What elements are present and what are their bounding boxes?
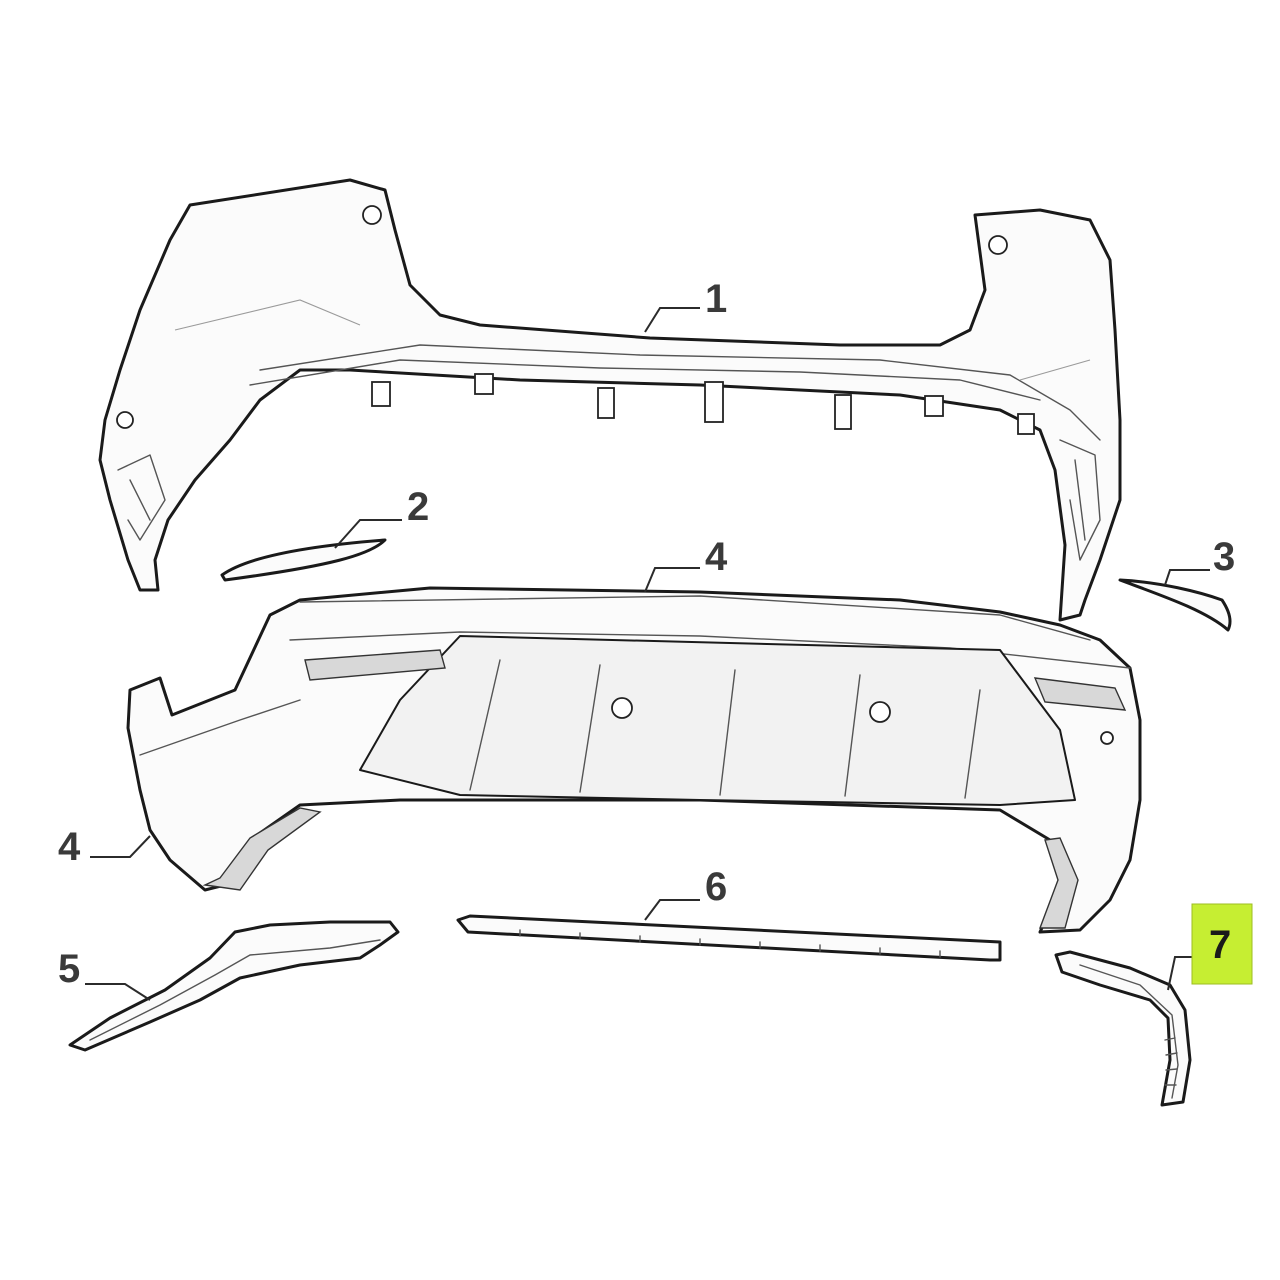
part-1-sensor-hole	[116, 411, 134, 429]
part-4-side-trim	[139, 699, 301, 756]
callout-2: 2	[407, 485, 429, 529]
leader-2	[334, 519, 402, 549]
part-1-left-bracket	[117, 454, 166, 541]
part-6-clip-row	[519, 929, 941, 958]
part-7-outline	[1054, 950, 1192, 1107]
part-4-left-mesh	[202, 807, 322, 891]
callout-1: 1	[705, 277, 727, 321]
leader-4-left	[90, 835, 151, 858]
part-5-left-lower-trim	[68, 920, 400, 1052]
part-4-top-rim	[299, 595, 1091, 641]
part-1-upper-bumper-cover	[98, 178, 1122, 622]
part-3-right-reflector	[1118, 578, 1232, 632]
part-1-clip-g	[1017, 413, 1035, 435]
part-1-clip-c	[597, 387, 615, 419]
part-4-diffuser-panel	[359, 635, 1076, 806]
part-4-diffuser-fin-1	[469, 659, 501, 791]
callout-4-left: 4	[58, 825, 81, 869]
leader-5	[85, 983, 151, 1001]
part-4-right-mesh	[1038, 837, 1079, 929]
callout-7-highlight	[1191, 903, 1253, 985]
part-1-clip-b	[474, 373, 494, 395]
callout-4-top: 4	[705, 535, 728, 579]
part-1-lower-flange	[249, 359, 1041, 401]
callout-5: 5	[58, 947, 80, 991]
part-5-outline	[68, 920, 400, 1052]
part-4-diffuser-fin-2	[579, 664, 601, 793]
part-2-left-reflector	[220, 538, 387, 582]
part-4-sensor-hole-right	[1100, 731, 1114, 745]
part-4-tow-hole-right	[869, 701, 891, 723]
part-3-outline	[1118, 578, 1232, 632]
part-4-diffuser-fin-4	[844, 674, 861, 797]
leader-7	[1167, 956, 1192, 991]
callout-3: 3	[1213, 535, 1235, 579]
part-1-right-bracket	[1059, 439, 1101, 561]
part-1-inner-edge	[259, 344, 1101, 441]
part-7-right-lower-trim	[1054, 950, 1192, 1107]
part-1-clip-f	[924, 395, 944, 417]
part-1-outline	[98, 178, 1122, 622]
part-1-clip-d	[704, 381, 724, 423]
part-1-mount-hole-right	[988, 235, 1008, 255]
callout-7: 7	[1209, 923, 1231, 967]
part-4-left-vent	[304, 649, 446, 681]
part-7-inner-edge	[1079, 964, 1179, 1099]
part-4-tow-hole-left	[611, 697, 633, 719]
part-4-upper-channel	[289, 631, 1131, 669]
part-4-right-vent	[1033, 677, 1127, 711]
part-4-diffuser-fin-5	[964, 689, 981, 799]
leader-1	[644, 307, 700, 333]
part-2-outline	[220, 538, 387, 582]
part-7-teeth	[1164, 1037, 1178, 1086]
part-1-mount-hole-left	[362, 205, 382, 225]
leader-6	[644, 899, 700, 921]
part-4-diffuser-fin-3	[719, 669, 736, 796]
leader-4-top	[644, 567, 700, 593]
part-1-clip-e	[834, 394, 852, 430]
part-6-center-strip	[456, 914, 1002, 962]
part-1-surface-line-2	[1019, 359, 1091, 381]
part-5-inner-edge	[89, 939, 381, 1041]
part-4-lower-bumper	[126, 586, 1142, 934]
callout-6: 6	[705, 865, 727, 909]
part-1-surface-line	[174, 299, 361, 331]
leader-3	[1164, 569, 1210, 586]
part-1-clip-a	[371, 381, 391, 407]
part-6-outline	[456, 914, 1002, 962]
